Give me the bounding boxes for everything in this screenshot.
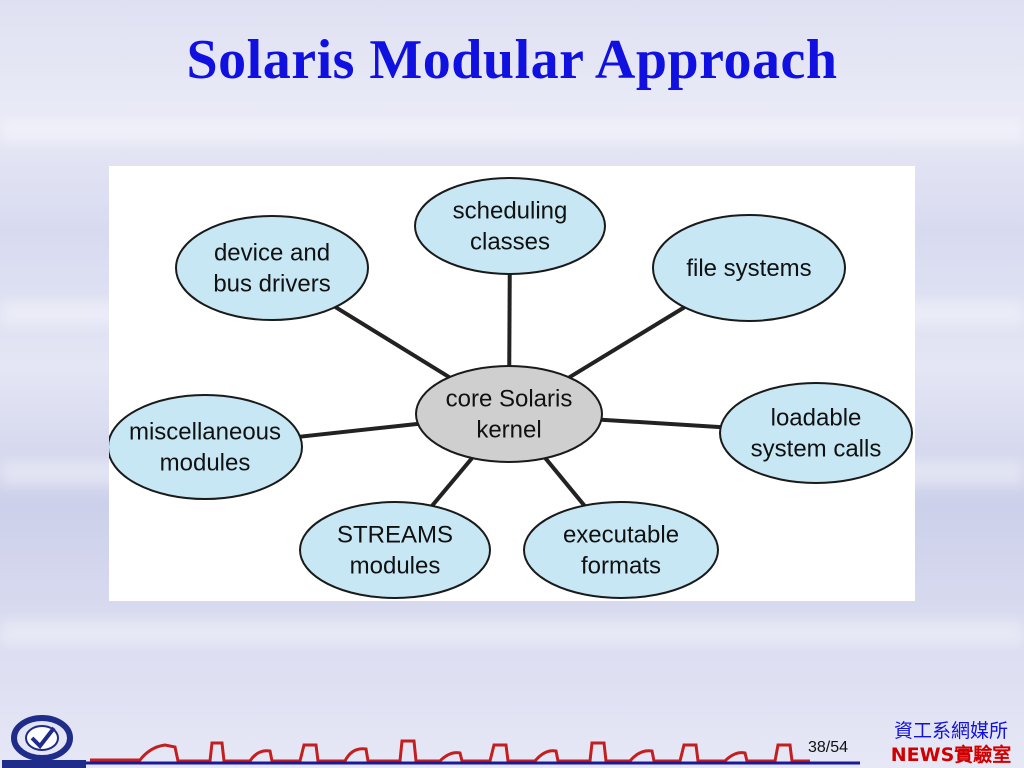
module-loadable-label-line1: loadable [771, 405, 862, 432]
connector-misc [299, 421, 419, 439]
module-node-filesystems: file systems [652, 214, 846, 322]
org-name: 資工系網媒所 [893, 720, 1008, 742]
page-total: 54 [830, 739, 849, 756]
core-kernel-label-line1: core Solaris [446, 386, 573, 413]
diagram-panel: scheduling classes file systems loadable sys… [109, 166, 915, 601]
module-node-device: device and bus drivers [175, 215, 369, 321]
slide-title: Solaris Modular Approach [186, 29, 838, 91]
skyline-decoration [60, 739, 860, 765]
connector-streams [430, 456, 474, 508]
core-kernel-label-line2: kernel [476, 417, 541, 444]
module-node-streams: STREAMS modules [299, 501, 491, 599]
module-node-loadable: loadable system calls [719, 382, 913, 484]
module-streams-label-line2: modules [350, 553, 441, 580]
module-executable-label-line1: executable [563, 522, 679, 549]
module-misc-label-line1: miscellaneous [129, 419, 281, 446]
module-misc-label-line2: modules [160, 450, 251, 477]
module-node-executable: executable formats [523, 501, 719, 599]
core-kernel-node: core Solaris kernel [415, 365, 603, 463]
connector-executable [543, 456, 586, 507]
module-device-label-line1: device and [214, 240, 330, 267]
lab-logo [2, 715, 86, 768]
background-streak [0, 620, 1024, 646]
module-ellipse-executable [523, 501, 719, 599]
connector-device [334, 305, 451, 379]
module-node-misc: miscellaneous modules [109, 394, 303, 500]
module-ellipse-filesystems [652, 214, 846, 322]
module-node-scheduling: scheduling classes [414, 177, 606, 275]
module-ellipse-scheduling [414, 177, 606, 275]
module-streams-label-line1: STREAMS [337, 522, 453, 549]
module-device-label-line2: bus drivers [213, 271, 330, 298]
lab-name: NEWS實驗室 [890, 744, 1012, 766]
module-ellipse-loadable [719, 382, 913, 484]
connector-filesystems [568, 305, 686, 380]
module-ellipse-streams [299, 501, 491, 599]
core-kernel-ellipse [415, 365, 603, 463]
module-scheduling-label-line2: classes [470, 229, 550, 256]
connector-loadable [601, 417, 721, 430]
module-executable-label-line2: formats [581, 553, 661, 580]
modular-diagram: scheduling classes file systems loadable sys… [109, 177, 913, 599]
page-number: 38/54 [808, 739, 849, 756]
background-streak [0, 118, 1024, 144]
node-group: scheduling classes file systems loadable sys… [109, 177, 913, 599]
module-filesystems-label-line1: file systems [686, 255, 811, 282]
module-ellipse-misc [109, 394, 303, 500]
module-scheduling-label-line1: scheduling [453, 198, 568, 225]
module-loadable-label-line2: system calls [751, 436, 882, 463]
connector-group [299, 273, 721, 508]
module-ellipse-device [175, 215, 369, 321]
page-current: 38 [808, 739, 826, 756]
